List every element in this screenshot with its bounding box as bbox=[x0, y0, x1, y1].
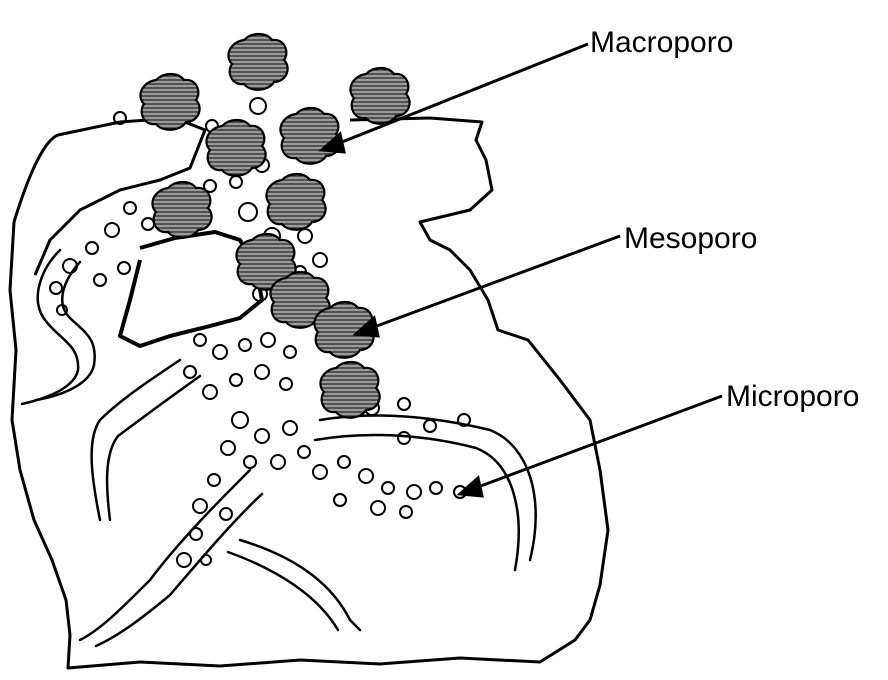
label-mesoporo: Mesoporo bbox=[624, 224, 757, 254]
label-macroporo: Macroporo bbox=[590, 28, 733, 58]
arrow-microporo bbox=[470, 396, 722, 490]
label-microporo: Microporo bbox=[726, 382, 859, 412]
